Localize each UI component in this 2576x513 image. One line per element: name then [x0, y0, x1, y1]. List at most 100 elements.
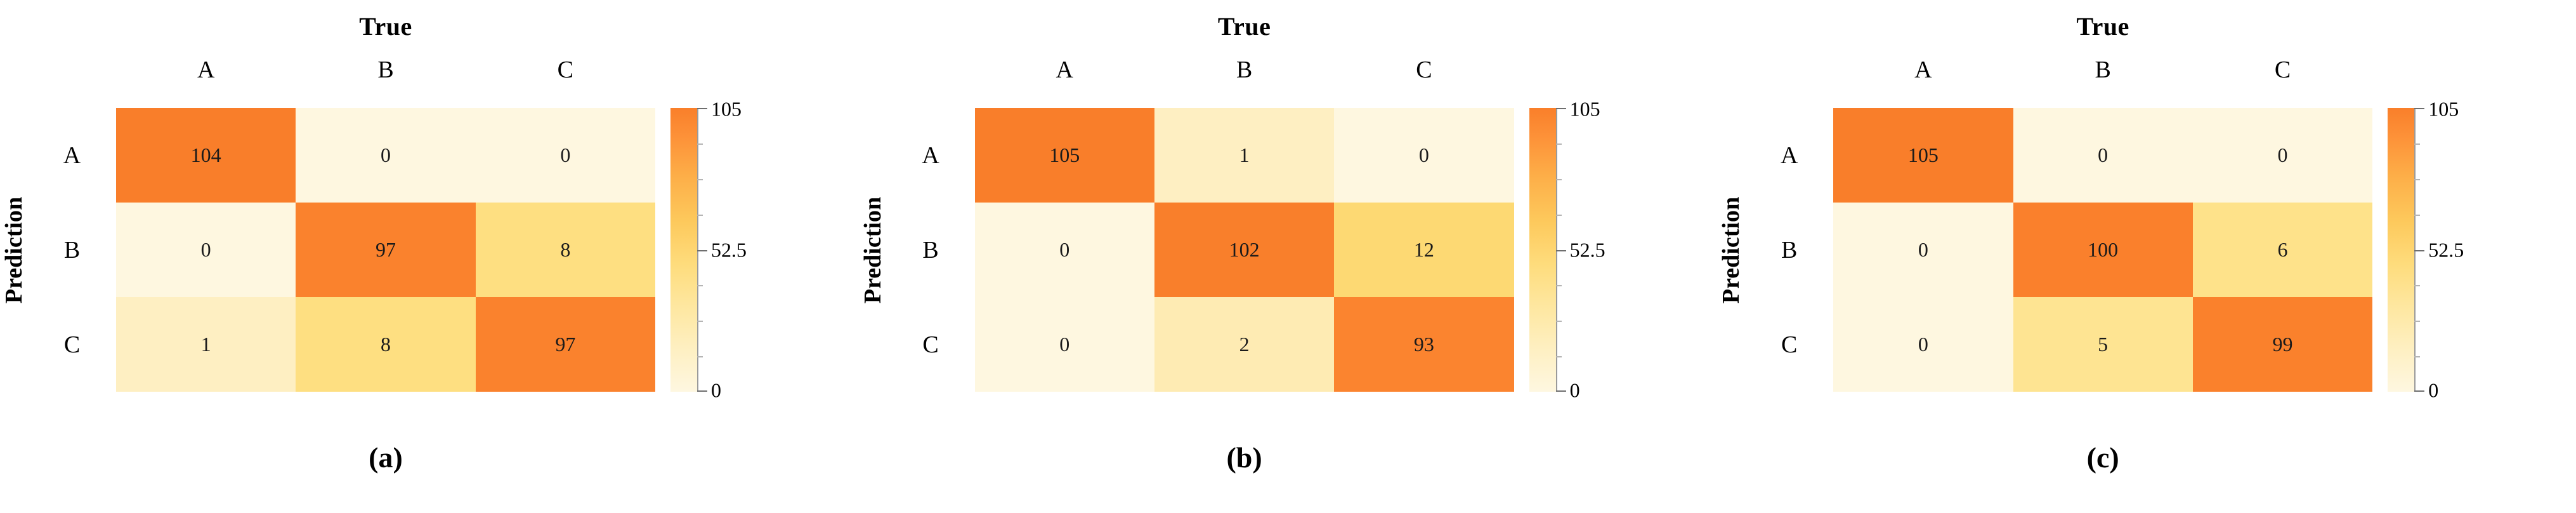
column-header-b: B [377, 57, 394, 83]
heatmap-cell: 8 [475, 203, 655, 297]
colorbar-axis: 105 52.5 0 [2414, 98, 2490, 402]
column-header-row: A B C [975, 56, 1514, 84]
colorbar-minor-tick [2414, 285, 2421, 287]
colorbar-tick-label: 0 [711, 378, 721, 402]
heatmap-cell: 0 [974, 203, 1154, 297]
colorbar-minor-tick [697, 214, 703, 216]
row-label-c: C [922, 331, 939, 358]
colorbar-minor-tick [1555, 285, 1562, 287]
colorbar-tick-label: 52.5 [711, 238, 747, 261]
column-header-c: C [2274, 57, 2291, 83]
heatmap-cell: 0 [2192, 108, 2373, 203]
heatmap-cell: 0 [1833, 297, 2013, 392]
column-header-row: A B C [116, 56, 655, 84]
heatmap-cell: 93 [1334, 297, 1514, 392]
colorbar-minor-tick [1555, 143, 1562, 145]
colorbar-tick [2414, 250, 2425, 251]
column-header-b: B [1236, 57, 1253, 83]
colorbar-minor-tick [1555, 356, 1562, 358]
heatmap-cell: 8 [296, 297, 476, 392]
colorbar-tick [2414, 108, 2425, 109]
colorbar-minor-tick [2414, 356, 2421, 358]
colorbar-minor-tick [2414, 214, 2421, 216]
colorbar-gradient [1529, 108, 1556, 392]
colorbar-minor-tick [697, 178, 703, 180]
colorbar-axis: 105 52.5 0 [1555, 98, 1632, 402]
colorbar-tick-label: 105 [1569, 97, 1600, 121]
column-header-c: C [1416, 57, 1432, 83]
heatmap-cell: 12 [1334, 203, 1514, 297]
colorbar-gradient [670, 108, 697, 392]
row-label-c: C [63, 331, 81, 358]
panel-caption: (a) [369, 441, 403, 474]
panel-caption: (b) [1226, 441, 1262, 474]
heatmap-cell: 0 [2013, 108, 2193, 203]
colorbar-tick [1555, 108, 1566, 109]
row-label-b: B [1781, 236, 1798, 263]
heatmap-cell: 5 [2013, 297, 2193, 392]
panel-y-axis-title: Prediction [0, 108, 33, 392]
row-label-column: A B C [1759, 108, 1819, 392]
colorbar-tick-label: 0 [2428, 378, 2439, 402]
row-label-b: B [922, 236, 939, 263]
colorbar-tick [1555, 390, 1566, 392]
heatmap-cell: 1 [1154, 108, 1335, 203]
heatmap-cell: 0 [1334, 108, 1514, 203]
row-label-column: A B C [42, 108, 102, 392]
row-label-b: B [63, 236, 81, 263]
colorbar-minor-tick [697, 356, 703, 358]
column-header-c: C [557, 57, 573, 83]
heatmap-cell: 0 [1833, 203, 2013, 297]
colorbar-minor-tick [2414, 143, 2421, 145]
heatmap-cell: 99 [2192, 297, 2373, 392]
row-label-a: A [1780, 142, 1798, 169]
colorbar-tick-label: 52.5 [1569, 238, 1605, 261]
panel-y-axis-title: Prediction [854, 108, 892, 392]
heatmap-cell: 1 [116, 297, 296, 392]
heatmap-cell: 102 [1154, 203, 1335, 297]
y-axis-title-text: Prediction [1718, 196, 1745, 303]
colorbar-tick-label: 0 [1569, 378, 1580, 402]
colorbar-minor-tick [697, 321, 703, 323]
y-axis-title-text: Prediction [1, 196, 28, 303]
heatmap-cell: 104 [116, 108, 296, 203]
colorbar-minor-tick [2414, 321, 2421, 323]
heatmap-cell: 0 [475, 108, 655, 203]
colorbar-minor-tick [1555, 178, 1562, 180]
colorbar-tick [2414, 390, 2425, 392]
column-header-b: B [2095, 57, 2111, 83]
column-header-a: A [1914, 57, 1932, 83]
panel-y-axis-title: Prediction [1712, 108, 1750, 392]
heatmap-cell: 0 [974, 297, 1154, 392]
column-header-a: A [197, 57, 215, 83]
panel-x-axis-title: True [2076, 12, 2129, 41]
panel-x-axis-title: True [359, 12, 412, 41]
colorbar-tick [697, 108, 707, 109]
heatmap-cell: 97 [296, 203, 476, 297]
heatmap-cell: 97 [475, 297, 655, 392]
colorbar-minor-tick [697, 285, 703, 287]
heatmap-cell: 105 [974, 108, 1154, 203]
colorbar-tick [697, 390, 707, 392]
row-label-c: C [1781, 331, 1798, 358]
colorbar-minor-tick [1555, 321, 1562, 323]
row-label-a: A [63, 142, 81, 169]
heatmap-cell: 0 [296, 108, 476, 203]
colorbar-minor-tick [1555, 214, 1562, 216]
heatmap-cell: 6 [2192, 203, 2373, 297]
column-header-a: A [1056, 57, 1073, 83]
column-header-row: A B C [1833, 56, 2372, 84]
colorbar-tick-label: 105 [2428, 97, 2459, 121]
colorbar-minor-tick [697, 143, 703, 145]
heatmap-cell: 105 [1833, 108, 2013, 203]
heatmap-cell: 100 [2013, 203, 2193, 297]
colorbar-tick-label: 52.5 [2428, 238, 2464, 261]
